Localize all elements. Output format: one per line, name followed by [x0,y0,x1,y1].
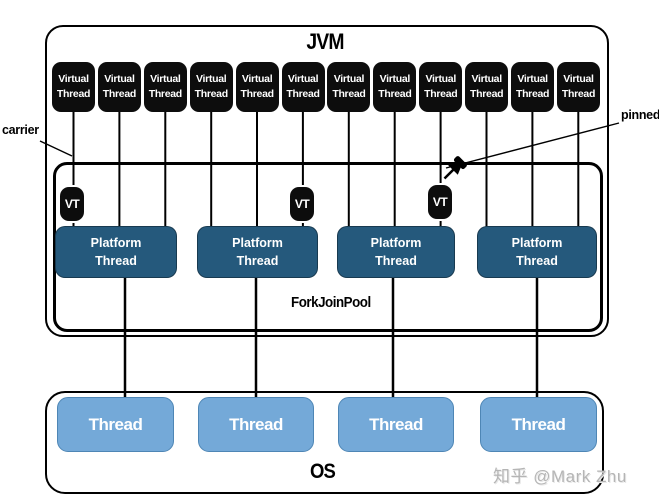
watermark-text: 知乎 @Mark Zhu [493,467,627,486]
virtual-thread-box: Virtual Thread [373,62,417,112]
platform-thread-box: Platform Thread [197,226,318,278]
os-thread-box: Thread [198,397,314,452]
vt-badge: VT [428,185,452,219]
os-thread-box: Thread [338,397,454,452]
virtual-thread-box: Virtual Thread [189,62,233,112]
virtual-thread-box: Virtual Thread [556,62,600,112]
jvm-label: JVM [306,29,344,54]
platform-thread-box: Platform Thread [337,226,455,278]
platform-thread-label: Platform Thread [370,235,422,268]
platform-thread-box: Platform Thread [55,226,177,278]
virtual-thread-box: Virtual Thread [52,62,95,112]
forkjoinpool-label: ForkJoinPool [291,295,371,311]
vt-badge: VT [290,187,314,221]
virtual-thread-box: Virtual Thread [97,62,141,112]
vt-badge: VT [60,187,84,221]
platform-thread-label: Platform Thread [232,235,283,268]
platform-thread-label: Platform Thread [90,235,142,268]
carrier-annotation: carrier [2,123,39,137]
virtual-thread-box: Virtual Thread [511,62,555,112]
virtual-thread-box: Virtual Thread [465,62,509,112]
virtual-thread-box: Virtual Thread [143,62,187,112]
virtual-thread-row: Virtual Thread Virtual Thread Virtual Th… [52,62,600,112]
os-label: OS [310,460,336,483]
virtual-thread-box: Virtual Thread [235,62,279,112]
os-thread-box: Thread [480,397,597,452]
os-thread-box: Thread [57,397,174,452]
pinned-annotation: pinned [621,108,659,122]
virtual-thread-box: Virtual Thread [327,62,371,112]
forkjoinpool-container [53,162,603,332]
virtual-thread-box: Virtual Thread [419,62,463,112]
platform-thread-box: Platform Thread [477,226,597,278]
virtual-thread-box: Virtual Thread [281,62,325,112]
platform-thread-label: Platform Thread [511,235,563,268]
pushpin-icon [443,156,467,180]
